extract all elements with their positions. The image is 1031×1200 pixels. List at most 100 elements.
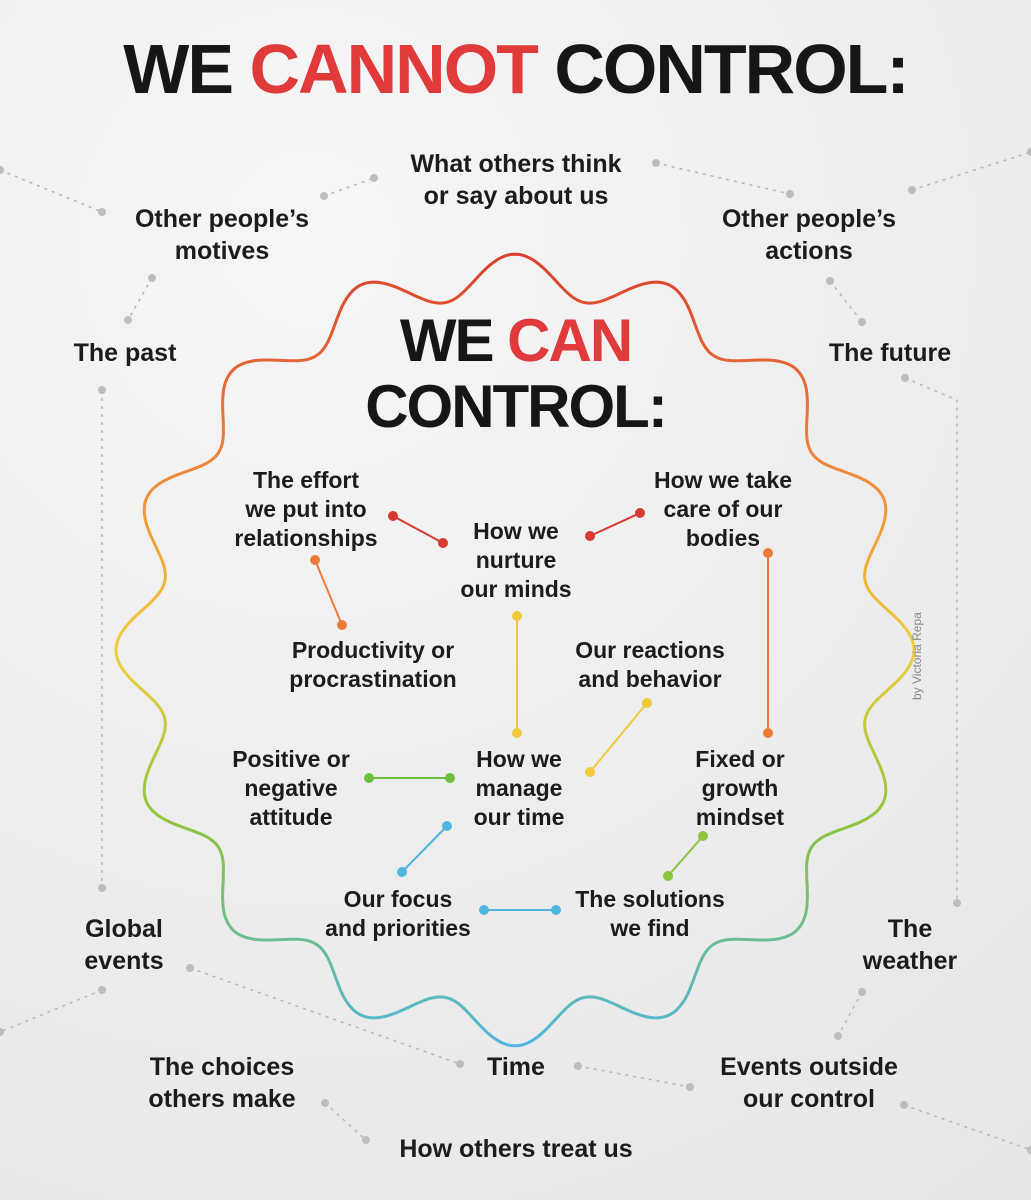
cannot-item-events-outside: Events outside our control — [720, 1053, 898, 1113]
can-item-focus: Our focus and priorities — [325, 886, 471, 941]
link-time-focus — [401, 825, 448, 873]
link-bodies-mindset-dot-0 — [763, 548, 773, 558]
link-minds-bodies-dot-1 — [635, 508, 645, 518]
link-attitude-time-dot-1 — [445, 773, 455, 783]
outer-link-motives-think — [323, 177, 375, 197]
outer-link-top-right — [911, 151, 1031, 191]
can-item-time: How we manage our time — [473, 746, 565, 830]
outer-link-global-time — [189, 967, 461, 1065]
wavy-boundary — [114, 252, 916, 1048]
outer-link-global-bottom — [0, 989, 103, 1033]
outer-link-global-bottom-dot-1 — [0, 1028, 4, 1036]
inner-title: WE CAN CONTROL: — [0, 308, 1031, 440]
link-bodies-mindset-dot-1 — [763, 728, 773, 738]
link-relationships-productivity-dot-1 — [337, 620, 347, 630]
outer-dotted-links — [0, 148, 1031, 1154]
link-minds-time-dot-1 — [512, 728, 522, 738]
can-item-reactions: Our reactions and behavior — [575, 637, 725, 692]
can-item-bodies: How we take care of our bodies — [653, 467, 793, 551]
link-relationships-minds — [392, 515, 444, 544]
link-relationships-minds-dot-1 — [438, 538, 448, 548]
cannot-item-past: The past — [73, 339, 177, 367]
inner-title-pre: WE — [399, 307, 508, 374]
cannot-item-treat-us: How others treat us — [399, 1135, 633, 1163]
main-title-highlight: CANNOT — [249, 30, 538, 108]
outer-link-top-right-dot-1 — [1027, 148, 1031, 156]
outer-link-think-actions-dot-1 — [786, 190, 794, 198]
outer-link-past-global-dot-0 — [98, 386, 106, 394]
credit-text: by Victoria Repa — [910, 612, 924, 700]
outer-link-global-time-dot-1 — [456, 1060, 464, 1068]
outer-link-future-weather — [904, 377, 958, 903]
main-title-post: CONTROL: — [536, 30, 909, 108]
outer-link-think-actions-dot-0 — [652, 159, 660, 167]
outer-link-actions-future-dot-1 — [858, 318, 866, 326]
outer-link-weather-events — [837, 991, 863, 1037]
outer-link-events-right-dot-1 — [1027, 1146, 1031, 1154]
cannot-item-time: Time — [487, 1053, 545, 1081]
can-item-minds: How we nurture our minds — [460, 518, 572, 602]
outer-link-motives-past-dot-0 — [148, 274, 156, 282]
outer-link-global-time-dot-0 — [186, 964, 194, 972]
cannot-item-actions: Other people’s actions — [721, 205, 897, 265]
inner-title-highlight: CAN — [507, 307, 633, 374]
inner-title-line2: CONTROL: — [365, 373, 668, 440]
outer-link-top-left — [0, 169, 103, 213]
outer-link-choices-treat-dot-0 — [321, 1099, 329, 1107]
link-mindset-solutions-dot-1 — [663, 871, 673, 881]
cannot-item-global-events: Global events — [84, 915, 164, 975]
cannot-item-future: The future — [828, 339, 952, 367]
link-relationships-productivity — [314, 559, 343, 626]
main-title-pre: WE — [123, 30, 250, 108]
link-reactions-time-dot-1 — [585, 767, 595, 777]
link-mindset-solutions — [667, 835, 704, 877]
can-item-solutions: The solutions we find — [575, 886, 725, 941]
link-relationships-minds-dot-0 — [388, 511, 398, 521]
outer-link-motives-think-dot-0 — [320, 192, 328, 200]
outer-link-time-events-dot-1 — [686, 1083, 694, 1091]
link-minds-time-dot-0 — [512, 611, 522, 621]
can-item-attitude: Positive or negative attitude — [232, 746, 350, 830]
link-attitude-time-dot-0 — [364, 773, 374, 783]
cannot-item-others-think: What others think or say about us — [410, 150, 622, 210]
outer-link-choices-treat — [324, 1102, 367, 1141]
outer-link-future-weather-dot-1 — [953, 899, 961, 907]
link-mindset-solutions-dot-0 — [698, 831, 708, 841]
outer-link-global-bottom-dot-0 — [98, 986, 106, 994]
can-item-mindset: Fixed or growth mindset — [695, 746, 785, 830]
link-focus-solutions-dot-1 — [551, 905, 561, 915]
link-reactions-time-dot-0 — [642, 698, 652, 708]
main-title: WE CANNOT CONTROL: — [0, 34, 1031, 104]
outer-link-weather-events-dot-0 — [858, 988, 866, 996]
outer-link-past-global-dot-1 — [98, 884, 106, 892]
outer-link-events-right-dot-0 — [900, 1101, 908, 1109]
outer-link-top-left-dot-1 — [98, 208, 106, 216]
cannot-item-choices: The choices others make — [148, 1053, 296, 1113]
outer-link-future-weather-dot-0 — [901, 374, 909, 382]
outer-link-time-events — [577, 1065, 691, 1088]
inner-connector-lines — [310, 508, 773, 915]
link-reactions-time — [589, 702, 648, 773]
outer-link-time-events-dot-0 — [574, 1062, 582, 1070]
cannot-item-weather: The weather — [862, 915, 958, 975]
outer-link-choices-treat-dot-1 — [362, 1136, 370, 1144]
outer-link-events-right — [903, 1104, 1031, 1151]
outer-link-think-actions — [655, 162, 791, 195]
outer-link-actions-future-dot-0 — [826, 277, 834, 285]
link-time-focus-dot-1 — [397, 867, 407, 877]
link-focus-solutions-dot-0 — [479, 905, 489, 915]
can-item-relationships: The effort we put into relationships — [234, 467, 378, 551]
outer-link-weather-events-dot-1 — [834, 1032, 842, 1040]
link-relationships-productivity-dot-0 — [310, 555, 320, 565]
link-time-focus-dot-0 — [442, 821, 452, 831]
outer-link-top-left-dot-0 — [0, 166, 4, 174]
can-item-productivity: Productivity or procrastination — [289, 637, 457, 692]
link-minds-bodies-dot-0 — [585, 531, 595, 541]
outer-link-motives-past-dot-1 — [124, 316, 132, 324]
outer-link-motives-think-dot-1 — [370, 174, 378, 182]
outer-link-motives-past — [127, 277, 153, 321]
link-minds-bodies — [589, 512, 641, 537]
outer-link-actions-future — [829, 280, 863, 323]
cannot-item-motives: Other people’s motives — [134, 205, 310, 265]
